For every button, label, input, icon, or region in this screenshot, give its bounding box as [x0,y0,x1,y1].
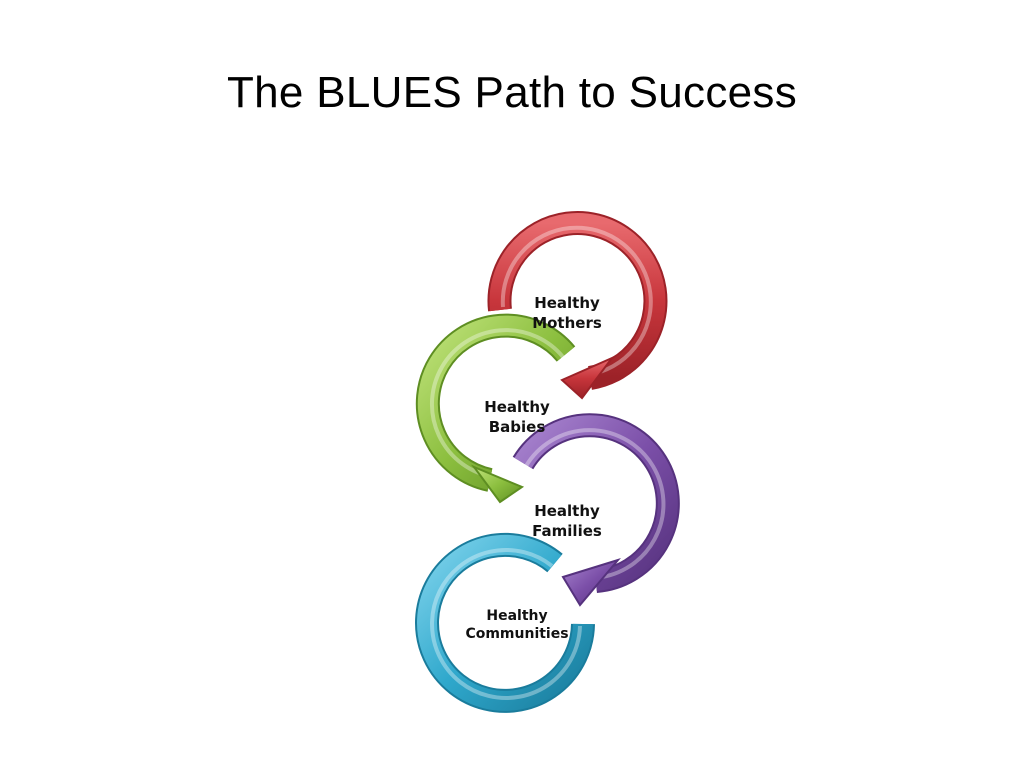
step-families-line1: Healthy [534,502,600,520]
step-mothers-line1: Healthy [534,294,600,312]
step-babies-line2: Babies [489,418,546,436]
slide-title: The BLUES Path to Success [226,68,797,117]
step-mothers-line2: Mothers [532,314,602,332]
step-babies-line1: Healthy [484,398,550,416]
step-mothers-arrow [487,211,668,400]
step-babies-label: Healthy Babies [484,398,550,436]
step-communities-line1: Healthy [486,608,547,624]
step-communities-line2: Communities [465,626,568,642]
step-families-label: Healthy Families [532,502,602,540]
step-families-line2: Families [532,522,602,540]
step-communities-label: Healthy Communities [465,608,568,642]
step-mothers-label: Healthy Mothers [532,294,602,332]
step-families-arrow [512,413,680,607]
step-communities-arrow [415,532,595,713]
step-babies-arrow [415,313,576,504]
